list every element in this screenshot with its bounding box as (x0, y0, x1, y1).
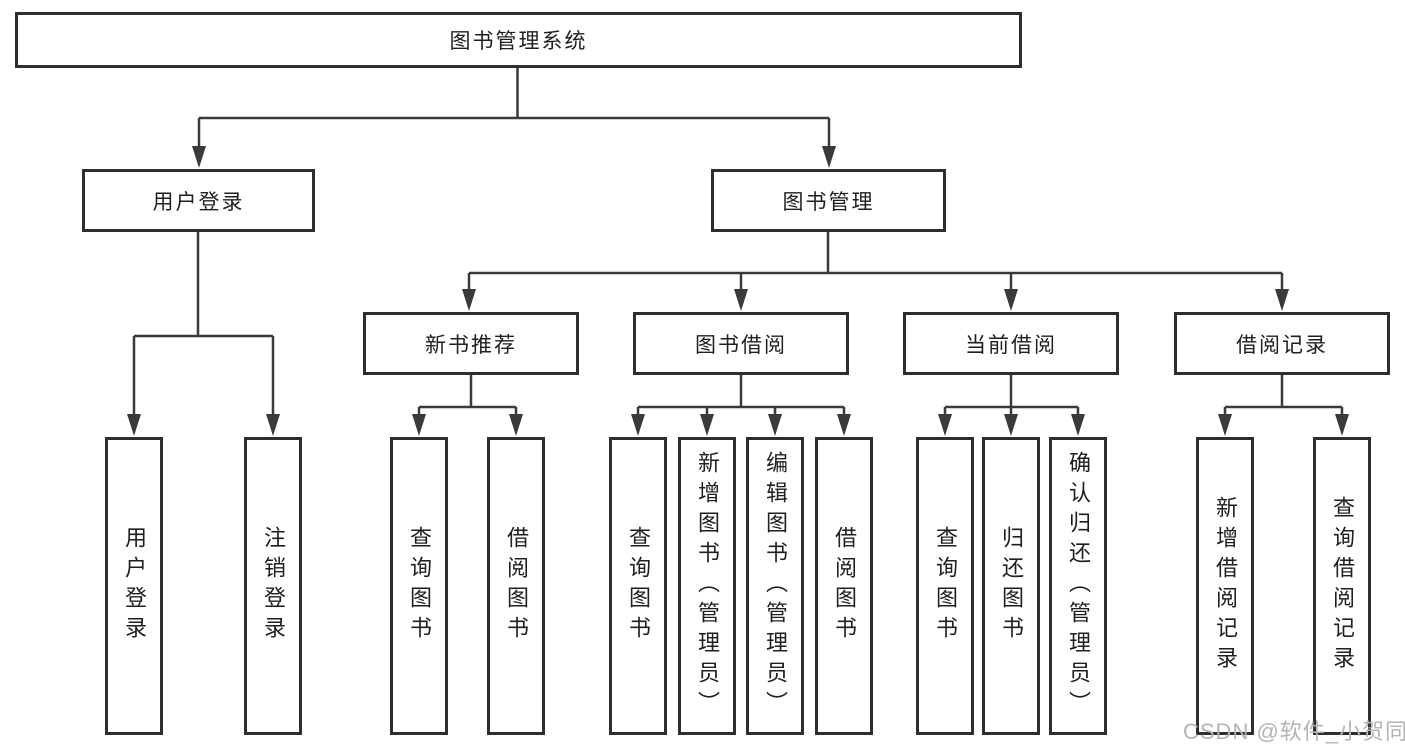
connector-line (1223, 375, 1344, 414)
connector-line (636, 375, 846, 414)
node-user-login: 用户登录 (82, 169, 315, 232)
node-book-management: 图书管理 (711, 169, 946, 232)
connector-line (467, 232, 1284, 289)
connector-line (197, 68, 831, 147)
arrow-down-icon (1004, 414, 1018, 436)
leaf-borrow-books: 借阅图书 (815, 437, 873, 735)
arrow-down-icon (266, 414, 280, 436)
arrow-down-icon (412, 414, 426, 436)
arrow-down-icon (1275, 289, 1289, 311)
leaf-edit-books-admin: 编辑图书（管理员） (746, 437, 804, 735)
leaf-query-books-borrowing: 查询图书 (609, 437, 667, 735)
leaf-confirm-return-admin: 确认归还（管理员） (1049, 437, 1107, 735)
leaf-logout: 注销登录 (244, 437, 302, 735)
leaf-query-books-recommend: 查询图书 (390, 437, 448, 735)
arrow-down-icon (768, 414, 782, 436)
arrow-down-icon (837, 414, 851, 436)
connector-line (943, 375, 1080, 414)
arrow-down-icon (462, 289, 476, 311)
arrow-down-icon (192, 146, 206, 168)
arrow-down-icon (822, 146, 836, 168)
arrow-down-icon (509, 414, 523, 436)
leaf-return-books: 归还图书 (982, 437, 1040, 735)
leaf-borrow-books-recommend: 借阅图书 (487, 437, 545, 735)
arrow-down-icon (700, 414, 714, 436)
arrow-down-icon (1218, 414, 1232, 436)
leaf-add-borrow-record: 新增借阅记录 (1196, 437, 1254, 735)
arrow-down-icon (938, 414, 952, 436)
connector-line (417, 375, 518, 414)
arrow-down-icon (127, 414, 141, 436)
node-book-borrowing: 图书借阅 (633, 312, 849, 375)
node-borrow-records: 借阅记录 (1174, 312, 1390, 375)
arrow-down-icon (1071, 414, 1085, 436)
csdn-watermark: CSDN @软件_小贺同学 (1183, 719, 1405, 744)
node-new-book-recommend: 新书推荐 (363, 312, 579, 375)
arrow-down-icon (1004, 289, 1018, 311)
leaf-user-login: 用户登录 (105, 437, 163, 735)
leaf-add-books-admin: 新增图书（管理员） (678, 437, 736, 735)
node-system-root: 图书管理系统 (15, 12, 1022, 68)
leaf-query-borrow-record: 查询借阅记录 (1313, 437, 1371, 735)
node-current-borrowing: 当前借阅 (903, 312, 1119, 375)
arrow-down-icon (734, 289, 748, 311)
leaf-query-books-current: 查询图书 (916, 437, 974, 735)
connector-line (132, 232, 275, 414)
arrow-down-icon (631, 414, 645, 436)
arrow-down-icon (1335, 414, 1349, 436)
